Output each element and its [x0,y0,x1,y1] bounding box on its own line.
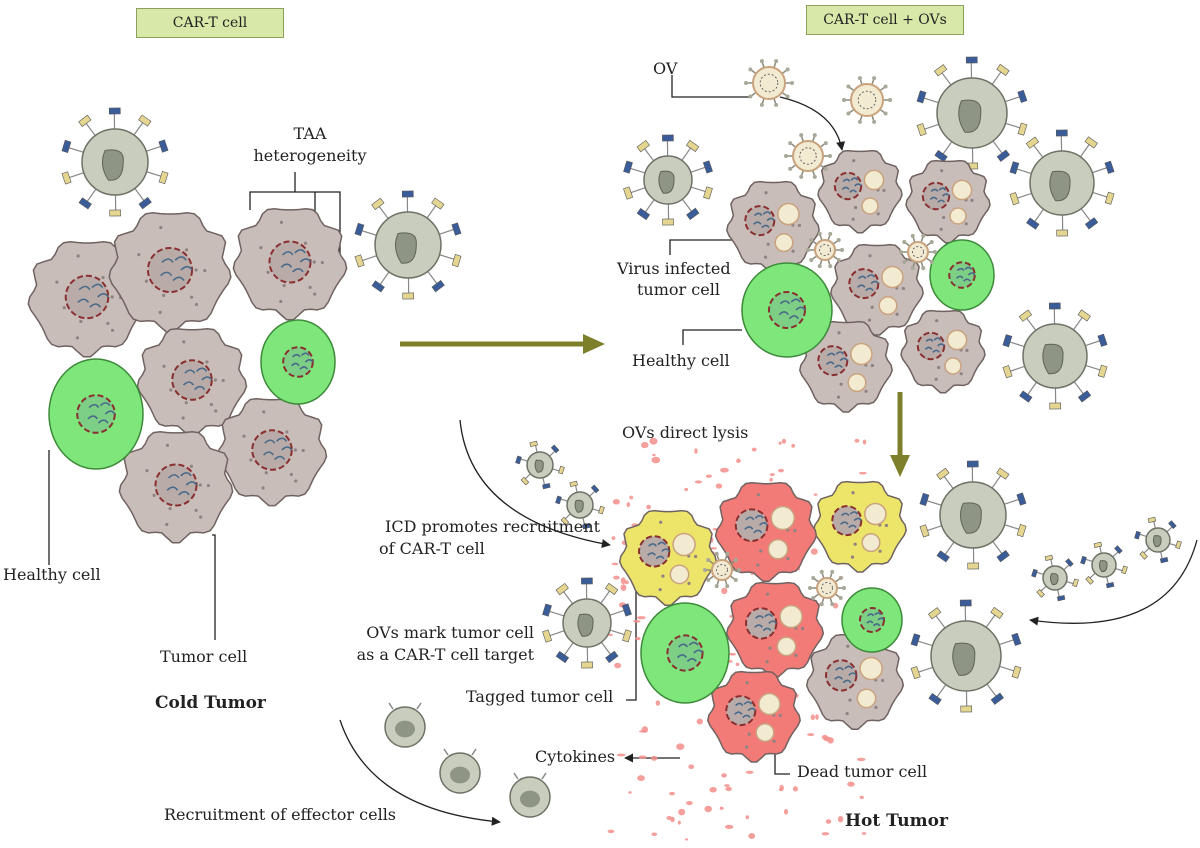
virus-infected-label: Virus infected [617,259,731,278]
tumor-cell-label: Tumor cell [160,647,248,666]
ov-label: OV [653,59,678,78]
icd-label-2: of CAR-T cell [379,539,485,558]
left-panel-header: CAR-T cell [136,8,284,38]
taa-label: TAA [293,124,327,143]
ovs-mark-label: OVs mark tumor cell [366,623,534,642]
taa-heterogeneity-label: heterogeneity [253,146,367,165]
cell-layer [27,56,1182,841]
hot-tumor-label: Hot Tumor [845,811,948,831]
dead-tumor-cell-label: Dead tumor cell [797,762,928,781]
ovs-mark-label-2: as a CAR-T cell target [356,645,534,664]
cytokines-label: Cytokines [535,747,616,766]
process-arrows [400,334,910,477]
ovs-direct-lysis-label: OVs direct lysis [622,423,749,442]
healthy-cell-label-left: Healthy cell [3,565,101,584]
virus-infected-label-2: tumor cell [637,280,720,299]
recruitment-label: Recruitment of effector cells [164,805,397,824]
healthy-cell-label-right: Healthy cell [632,351,730,370]
cold-tumor-label: Cold Tumor [155,693,266,713]
leader-lines [48,75,1198,826]
icd-label: ICD promotes recruitment [385,517,600,536]
tagged-tumor-cell-label: Tagged tumor cell [466,687,614,706]
right-panel-header: CAR-T cell + OVs [806,5,964,35]
